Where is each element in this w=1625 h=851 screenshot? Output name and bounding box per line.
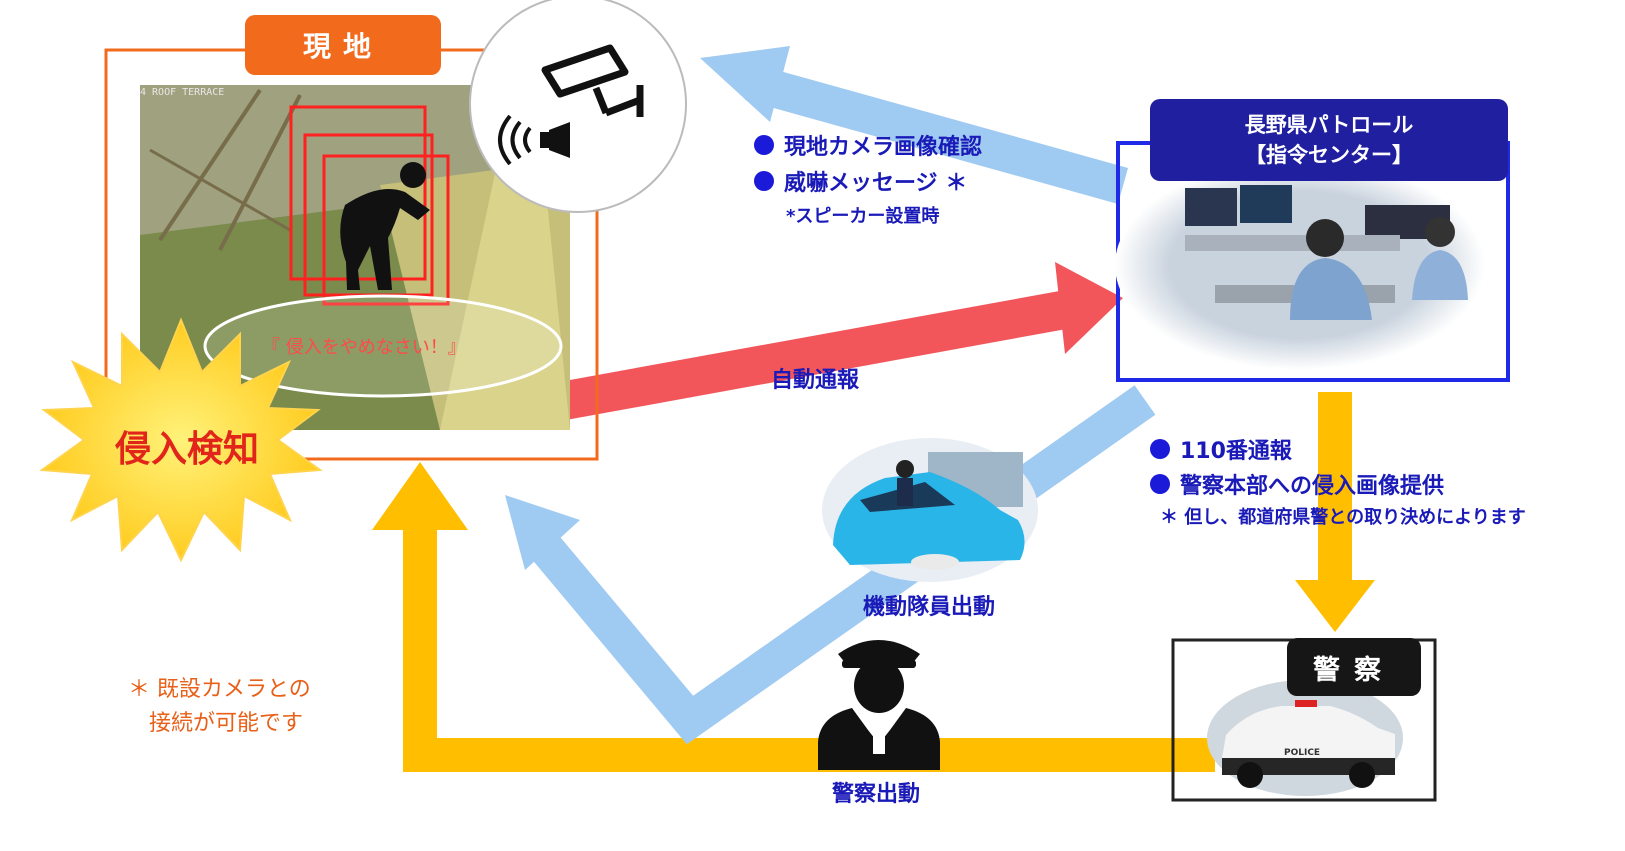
- existing-camera-note-line1: ＊ 既設カメラとの: [128, 677, 311, 702]
- police-action-item-2: 警察本部への侵入画像提供: [1150, 468, 1444, 500]
- police-label: 警察: [1287, 638, 1421, 696]
- camera-caption: 4 ROOF TERRACE: [140, 87, 225, 98]
- speaker-note: *スピーカー設置時: [786, 206, 940, 227]
- site-label: 現地: [245, 15, 441, 75]
- bullet-dot-icon: [754, 171, 774, 191]
- detection-box-3: [322, 154, 450, 306]
- hq-label: 長野県パトロール 【指令センター】: [1150, 99, 1508, 181]
- patrol-dispatch-label: 機動隊員出動: [863, 595, 996, 620]
- camera-action-item-2: 威嚇メッセージ ＊: [754, 165, 967, 197]
- police-action-text-1: 110番通報: [1180, 439, 1292, 464]
- security-camera-icon: [541, 44, 644, 117]
- patrol-dispatch-arrow: [505, 385, 1156, 745]
- police-car-text: POLICE: [1284, 748, 1321, 758]
- hq-to-police-arrow: [1295, 392, 1375, 632]
- bullet-dot-icon: [754, 135, 774, 155]
- police-car-photo: [1207, 680, 1403, 796]
- auto-report-label: 自動通報: [771, 368, 860, 393]
- hq-label-line2: 【指令センター】: [1245, 143, 1413, 167]
- warning-speech-bubble: [203, 294, 563, 398]
- police-action-text-2: 警察本部への侵入画像提供: [1180, 474, 1445, 499]
- detection-label: 侵入検知: [114, 429, 259, 470]
- camera-action-text-1: 現地カメラ画像確認: [784, 135, 983, 160]
- command-center-photo: [1115, 160, 1485, 370]
- police-dispatch-arrow: [372, 462, 1215, 772]
- police-officer-icon: [818, 640, 940, 770]
- bullet-dot-icon: [1150, 474, 1170, 494]
- police-arrangement-note: ＊ 但し、都道府県警との取り決めによります: [1160, 507, 1526, 528]
- camera-action-item-1: 現地カメラ画像確認: [754, 129, 982, 161]
- warning-message: 『 侵入をやめなさい！』: [262, 337, 466, 358]
- existing-camera-note-line2: 接続が可能です: [149, 711, 304, 736]
- bullet-dot-icon: [1150, 439, 1170, 459]
- police-action-item-1: 110番通報: [1150, 433, 1292, 465]
- speaker-icon: [498, 114, 570, 166]
- patrol-car-photo: [822, 438, 1038, 582]
- intruder-icon: [340, 162, 430, 290]
- camera-speaker-bubble: [469, 0, 687, 213]
- hq-label-line1: 長野県パトロール: [1244, 113, 1414, 137]
- camera-check-arrow: [700, 46, 1128, 204]
- camera-action-text-2: 威嚇メッセージ ＊: [784, 171, 968, 196]
- police-dispatch-label: 警察出動: [832, 782, 921, 807]
- auto-report-arrow: [548, 262, 1123, 422]
- detection-burst-icon: [39, 317, 323, 563]
